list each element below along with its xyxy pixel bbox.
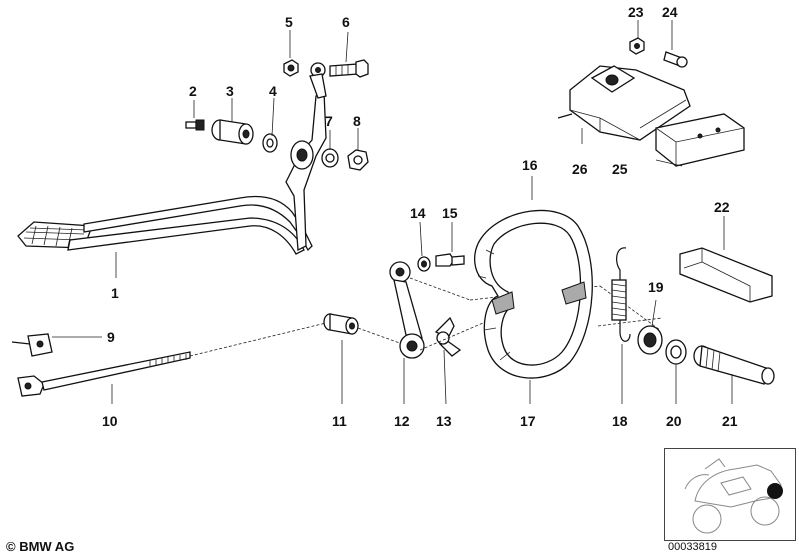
bracket-26[interactable] [557,65,691,141]
part-label-23: 23 [628,4,644,20]
bolt-hex[interactable] [329,59,369,78]
motorcycle-silhouette-icon [684,458,783,534]
part-label-25: 25 [612,161,628,177]
part-label-2: 2 [189,83,197,99]
part-label-18: 18 [612,413,628,429]
adjuster-nut[interactable] [323,313,359,335]
part-label-16: 16 [522,157,538,173]
motorcycle-thumbnail [664,448,796,541]
hex-nut[interactable] [347,149,369,171]
part-label-9: 9 [107,329,115,345]
part-label-22: 22 [714,199,730,215]
copyright-text: © BMW AG [6,539,75,554]
part-label-3: 3 [226,83,234,99]
part-label-13: 13 [436,413,452,429]
part-label-26: 26 [572,161,588,177]
return-spring[interactable] [611,247,631,342]
rubber-pad-25[interactable] [655,113,745,167]
part-label-11: 11 [332,413,347,429]
part-label-5: 5 [285,14,293,30]
location-dot-icon [767,483,783,499]
spring-washer[interactable] [321,148,339,168]
part-label-15: 15 [442,205,458,221]
brake-shoe[interactable] [474,209,593,379]
clevis-clip[interactable] [11,333,53,357]
bolt-small[interactable] [185,119,205,131]
part-label-1: 1 [111,285,119,301]
sealing-ring[interactable] [637,325,663,355]
shim-washer[interactable] [665,339,687,365]
part-label-8: 8 [353,113,361,129]
rubber-cover[interactable] [679,247,773,303]
screw-24[interactable] [663,51,688,68]
washer-small[interactable] [417,256,431,272]
brake-cam-shaft[interactable] [693,345,775,385]
diagram-id: 00033819 [668,541,717,553]
part-label-19: 19 [648,279,664,295]
bushing[interactable] [211,119,254,145]
brake-rod[interactable] [17,351,191,397]
part-label-24: 24 [662,4,678,20]
part-label-21: 21 [722,413,738,429]
pivot-bolt[interactable] [435,253,465,267]
part-label-4: 4 [269,83,277,99]
part-label-6: 6 [342,14,350,30]
part-label-10: 10 [102,413,118,429]
brake-pedal[interactable] [17,62,327,255]
nut-23[interactable] [629,37,645,55]
part-label-7: 7 [325,113,333,129]
part-label-20: 20 [666,413,682,429]
brake-cam-lever[interactable] [389,261,425,359]
washer[interactable] [262,133,278,153]
wing-nut[interactable] [434,316,462,357]
part-label-14: 14 [410,205,426,221]
part-label-17: 17 [520,413,536,429]
part-label-12: 12 [394,413,410,429]
nut-small[interactable] [283,59,299,77]
